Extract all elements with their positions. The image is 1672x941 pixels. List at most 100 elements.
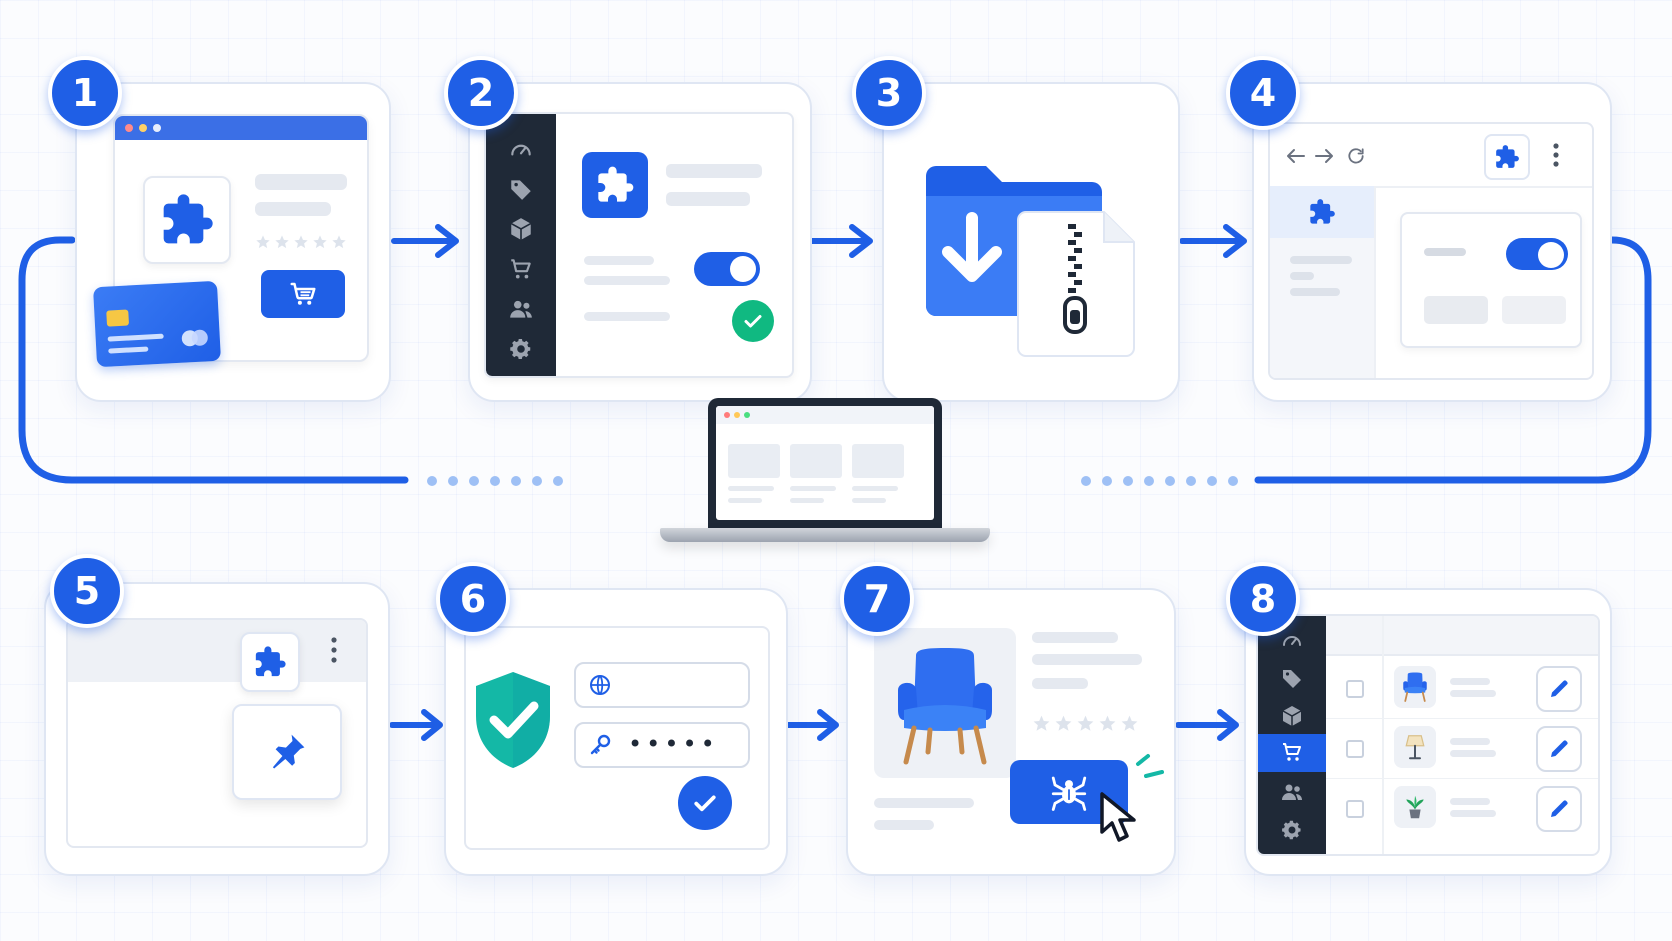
- table-row[interactable]: [1326, 718, 1598, 779]
- star-icon: [1055, 715, 1072, 731]
- login-success-check: [678, 776, 732, 830]
- table-header: [1326, 616, 1598, 656]
- forward-arrow-icon[interactable]: [1314, 148, 1334, 164]
- placeholder-line: [1290, 288, 1340, 296]
- key-icon: [590, 734, 611, 755]
- cursor-icon: [1100, 792, 1136, 842]
- extension-toolbar-button[interactable]: [1484, 134, 1530, 180]
- product-thumb: [1394, 726, 1436, 768]
- arrow-7-8: [1175, 709, 1239, 741]
- admin-sidebar: [1258, 616, 1326, 854]
- gauge-icon: [1283, 636, 1301, 646]
- puzzle-icon: [1310, 199, 1335, 224]
- placeholder-line: [1450, 810, 1496, 817]
- placeholder-line: [1450, 678, 1490, 685]
- check-icon: [744, 315, 762, 328]
- sidebar-active-row[interactable]: [1270, 186, 1374, 238]
- edit-button[interactable]: [1536, 726, 1582, 772]
- armchair-icon: [1403, 672, 1427, 702]
- dot-yellow: [734, 412, 740, 418]
- placeholder-block: [1424, 296, 1488, 324]
- row-checkbox[interactable]: [1346, 680, 1364, 698]
- step-5-card: [44, 582, 390, 876]
- credit-card: [92, 280, 222, 368]
- laptop-screen: [708, 398, 942, 528]
- sidebar-orders[interactable]: [1258, 740, 1326, 764]
- display-line: [728, 498, 762, 503]
- extension-sidebar: [1270, 186, 1376, 378]
- placeholder-line: [1032, 654, 1142, 665]
- extension-toolbar-button[interactable]: [240, 632, 300, 692]
- placeholder-line: [1450, 750, 1496, 757]
- display-line: [790, 498, 824, 503]
- sidebar-users[interactable]: [486, 296, 556, 322]
- refresh-icon[interactable]: [1346, 146, 1366, 166]
- sidebar-products[interactable]: [1258, 704, 1326, 728]
- display-line: [852, 498, 886, 503]
- pin-icon[interactable]: [265, 730, 309, 774]
- step-6-badge: 6: [436, 562, 510, 636]
- browser-toolbar: [68, 620, 366, 682]
- placeholder-line: [584, 276, 670, 285]
- kebab-menu-icon[interactable]: [330, 636, 338, 664]
- sidebar-tags[interactable]: [486, 176, 556, 202]
- edit-button[interactable]: [1536, 666, 1582, 712]
- sidebar-users[interactable]: [1258, 780, 1326, 804]
- extension-enable-toggle[interactable]: [1506, 238, 1568, 270]
- step-3-badge: 3: [852, 56, 926, 130]
- step-1-card: [75, 82, 391, 402]
- placeholder-line: [666, 192, 750, 206]
- sidebar-settings[interactable]: [1258, 818, 1326, 842]
- browser-window: [1268, 122, 1594, 380]
- success-check: [732, 300, 774, 342]
- table-row[interactable]: [1326, 658, 1598, 719]
- window-dot-yellow: [139, 124, 147, 132]
- password-field[interactable]: •••••: [574, 722, 750, 768]
- step-8-badge: 8: [1226, 562, 1300, 636]
- star-icon: [1121, 715, 1138, 731]
- enable-extension-toggle[interactable]: [694, 252, 760, 286]
- placeholder-line: [1290, 272, 1314, 280]
- sidebar-settings[interactable]: [486, 336, 556, 362]
- placeholder-line: [584, 312, 670, 321]
- star-icon: [275, 235, 289, 249]
- placeholder-line: [874, 820, 934, 830]
- display-block: [728, 444, 780, 478]
- dot-green: [744, 412, 750, 418]
- sidebar-products[interactable]: [486, 216, 556, 242]
- sidebar-tags[interactable]: [1258, 666, 1326, 690]
- star-icon: [294, 235, 308, 249]
- zip-file-icon: [1017, 211, 1135, 357]
- display-line: [852, 486, 898, 491]
- edit-button[interactable]: [1536, 786, 1582, 832]
- cart-icon: [290, 282, 316, 305]
- table-row[interactable]: [1326, 778, 1598, 838]
- window-dot-red: [125, 124, 133, 132]
- box-icon: [510, 218, 532, 240]
- tag-icon: [511, 180, 531, 200]
- back-arrow-icon[interactable]: [1286, 148, 1306, 164]
- step-8-card: [1244, 588, 1612, 876]
- plant-icon: [1406, 795, 1424, 819]
- step-3-card: [882, 82, 1180, 402]
- kebab-menu-icon[interactable]: [1552, 142, 1560, 168]
- card-chip: [106, 309, 130, 327]
- extension-tile: [582, 152, 648, 218]
- sidebar-dashboard[interactable]: [486, 136, 556, 162]
- users-icon: [510, 300, 532, 318]
- sidebar-orders[interactable]: [486, 256, 556, 282]
- placeholder-line: [1450, 738, 1490, 745]
- row-checkbox[interactable]: [1346, 800, 1364, 818]
- row-checkbox[interactable]: [1346, 740, 1364, 758]
- gear-icon: [510, 339, 531, 359]
- sidebar-dashboard[interactable]: [1258, 628, 1326, 652]
- step-5-badge: 5: [50, 554, 124, 628]
- pencil-icon: [1551, 740, 1568, 757]
- add-to-cart-button[interactable]: [261, 270, 345, 318]
- puzzle-icon: [255, 646, 286, 677]
- click-burst-icon: [1136, 754, 1164, 778]
- step-4-card: [1252, 82, 1612, 402]
- url-field[interactable]: [574, 662, 750, 708]
- product-thumb: [1394, 666, 1436, 708]
